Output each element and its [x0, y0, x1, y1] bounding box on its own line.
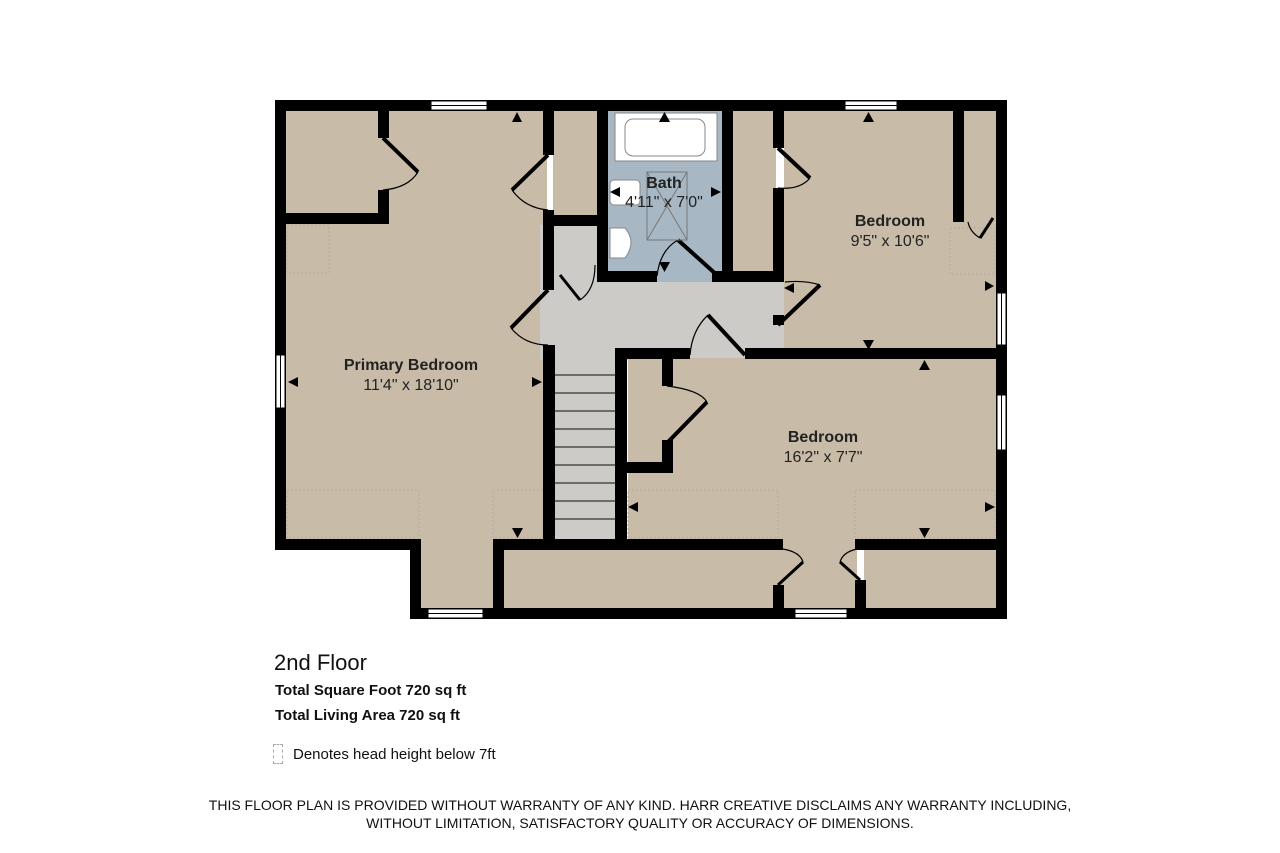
room-dims-bedroom-2: 9'5" x 10'6": [851, 233, 930, 250]
disclaimer: THIS FLOOR PLAN IS PROVIDED WITHOUT WARR…: [0, 796, 1280, 832]
dimension-arrows: [288, 112, 995, 538]
doors: [381, 136, 995, 587]
windows: [275, 100, 1007, 619]
shower-icon: [646, 171, 688, 241]
room-dims-bedroom-3: 16'2" x 7'7": [784, 449, 863, 466]
room-name-primary-bedroom: Primary Bedroom: [344, 357, 478, 374]
room-dims-primary-bedroom: 11'4" x 18'10": [363, 377, 458, 394]
room-name-bedroom-3: Bedroom: [788, 429, 858, 446]
floor-plan: Primary Bedroom 11'4" x 18'10" Bath 4'11…: [275, 100, 1007, 619]
walls: [275, 100, 1007, 619]
floor-title: 2nd Floor: [274, 650, 367, 675]
room-labels: Primary Bedroom 11'4" x 18'10" Bath 4'11…: [344, 175, 930, 466]
toilet-icon: [609, 179, 641, 206]
room-name-bath: Bath: [646, 175, 682, 192]
total-living-area: Total Living Area 720 sq ft: [275, 707, 461, 724]
room-dims-bath: 4'11" x 7'0": [625, 194, 703, 211]
disclaimer-line-1: THIS FLOOR PLAN IS PROVIDED WITHOUT WARR…: [208, 797, 1072, 813]
room-name-bedroom-2: Bedroom: [855, 213, 925, 230]
stairs: [555, 374, 615, 520]
legend-label: Denotes head height below 7ft: [293, 745, 496, 763]
sink-icon: [609, 227, 632, 259]
dashed-rectangle-icon: [273, 744, 283, 764]
legend: Denotes head height below 7ft: [273, 744, 496, 764]
total-square-foot: Total Square Foot 720 sq ft: [275, 682, 467, 699]
disclaimer-line-2: WITHOUT LIMITATION, SATISFACTORY QUALITY…: [366, 815, 914, 831]
